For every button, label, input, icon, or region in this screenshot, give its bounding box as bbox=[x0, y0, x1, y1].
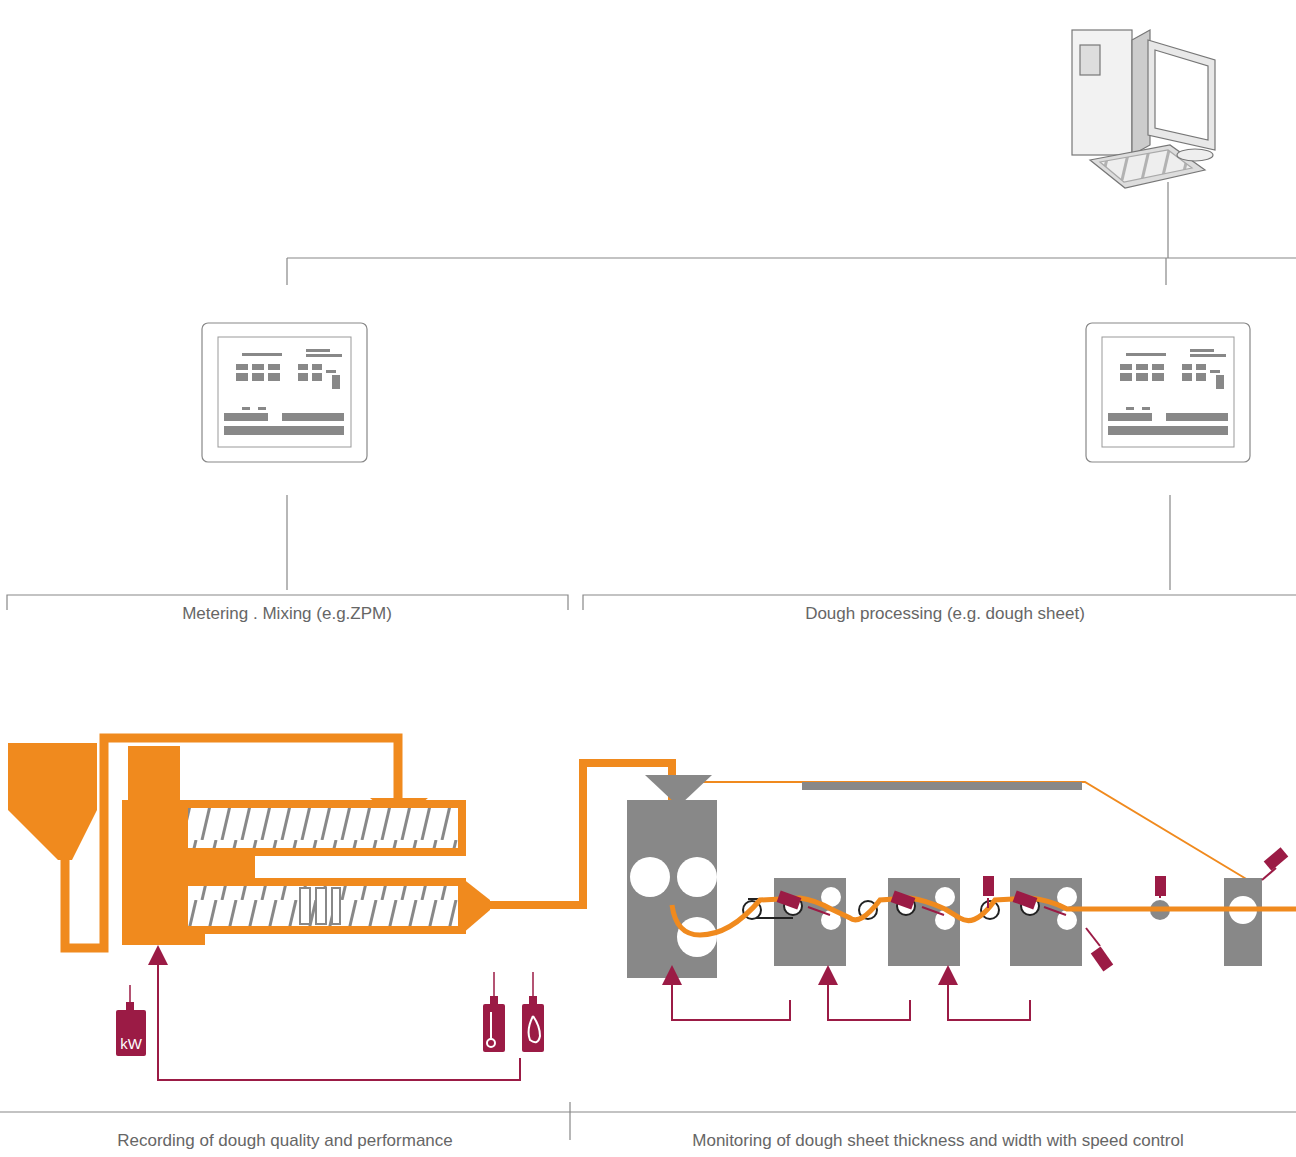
section-label: Metering . Mixing (e.g.ZPM) bbox=[179, 604, 395, 624]
sensor-label: kW bbox=[120, 1035, 142, 1052]
power-sensor: kW bbox=[116, 1010, 146, 1056]
section-label: Monitoring of dough sheet thickness and … bbox=[689, 1131, 1186, 1151]
section-label: Recording of dough quality and performan… bbox=[114, 1131, 456, 1151]
section-label: Dough processing (e.g. dough sheet) bbox=[802, 604, 1088, 624]
